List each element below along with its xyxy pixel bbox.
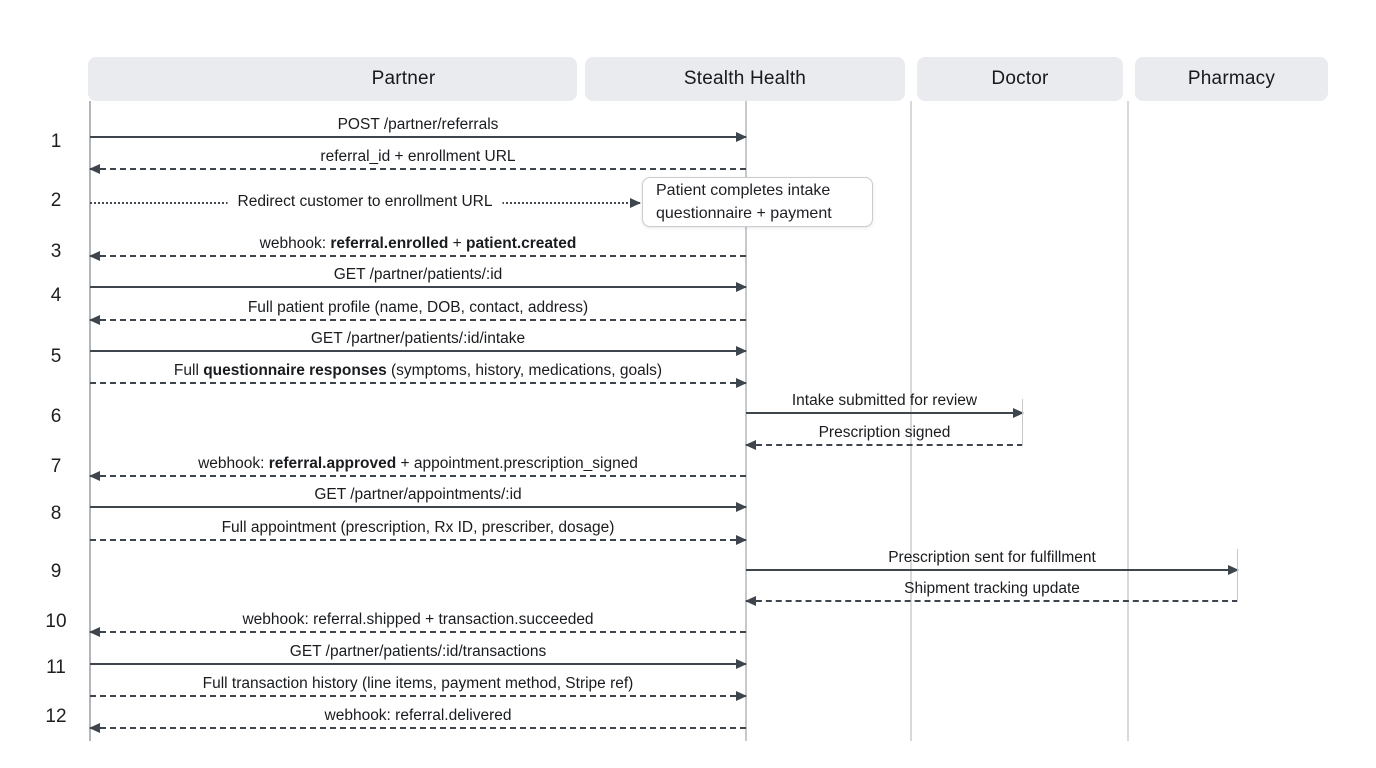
- message-3-webhook: webhook: referral.enrolled + patient.cre…: [89, 233, 746, 261]
- message-4-request: GET /partner/patients/:id: [90, 264, 747, 292]
- message-5-request-label: GET /partner/patients/:id/intake: [310, 330, 526, 347]
- message-10-webhook-label: webhook: referral.shipped + transaction.…: [242, 611, 594, 628]
- message-2-redirect-label: Redirect customer to enrollment URL: [227, 191, 503, 212]
- actor-doctor: Doctor: [917, 57, 1123, 101]
- message-5-request: GET /partner/patients/:id/intake: [90, 328, 747, 356]
- arrowhead-left-icon: [89, 251, 100, 261]
- arrowhead-right-icon: [736, 346, 747, 356]
- arrowhead-right-icon: [736, 535, 747, 545]
- message-6-request-label: Intake submitted for review: [791, 392, 978, 409]
- arrowhead-right-icon: [1228, 565, 1239, 575]
- arrowhead-left-icon: [745, 440, 756, 450]
- message-1-response-label: referral_id + enrollment URL: [320, 148, 516, 165]
- lifeline-stealth-health: [745, 101, 747, 741]
- step-number-9: 9: [50, 561, 62, 582]
- arrowhead-right-icon: [630, 198, 641, 208]
- message-1-request: POST /partner/referrals: [90, 114, 747, 142]
- doctor-activation-bracket: [1022, 399, 1023, 446]
- message-9-response: Shipment tracking update: [745, 578, 1238, 606]
- arrowhead-left-icon: [745, 596, 756, 606]
- message-2-redirect: Redirect customer to enrollment URL: [90, 191, 641, 212]
- arrowhead-right-icon: [736, 378, 747, 388]
- step-number-2: 2: [50, 190, 62, 211]
- message-12-webhook: webhook: referral.delivered: [89, 705, 746, 733]
- step-number-7: 7: [50, 456, 62, 477]
- note-line-1: Patient completes intake: [656, 182, 831, 199]
- message-8-request-label: GET /partner/appointments/:id: [314, 486, 522, 503]
- message-6-request: Intake submitted for review: [746, 390, 1024, 418]
- step-number-3: 3: [50, 241, 62, 262]
- step-number-4: 4: [50, 285, 62, 306]
- message-11-request-label: GET /partner/patients/:id/transactions: [289, 643, 547, 660]
- arrowhead-left-icon: [89, 315, 100, 325]
- actor-pharmacy: Pharmacy: [1135, 57, 1328, 101]
- message-9-response-label: Shipment tracking update: [904, 580, 1080, 597]
- arrowhead-right-icon: [736, 132, 747, 142]
- message-11-request: GET /partner/patients/:id/transactions: [90, 641, 747, 669]
- step-number-8: 8: [50, 503, 62, 524]
- message-5-response-label: Full questionnaire responses (symptoms, …: [173, 362, 663, 379]
- step-number-1: 1: [50, 131, 62, 152]
- arrowhead-left-icon: [89, 723, 100, 733]
- arrowhead-right-icon: [736, 659, 747, 669]
- arrowhead-right-icon: [736, 502, 747, 512]
- message-8-request: GET /partner/appointments/:id: [90, 484, 747, 512]
- message-8-response-label: Full appointment (prescription, Rx ID, p…: [221, 519, 615, 536]
- message-3-webhook-label: webhook: referral.enrolled + patient.cre…: [259, 235, 577, 252]
- arrowhead-left-icon: [89, 164, 100, 174]
- lifeline-partner: [89, 101, 91, 741]
- message-7-webhook: webhook: referral.approved + appointment…: [89, 453, 746, 481]
- actor-partner: Partner: [88, 57, 577, 101]
- arrowhead-right-icon: [736, 691, 747, 701]
- message-8-response: Full appointment (prescription, Rx ID, p…: [90, 517, 747, 545]
- message-4-response-label: Full patient profile (name, DOB, contact…: [247, 299, 589, 316]
- message-1-request-label: POST /partner/referrals: [337, 116, 499, 133]
- message-12-webhook-label: webhook: referral.delivered: [324, 707, 512, 724]
- actor-stealth-health: Stealth Health: [585, 57, 905, 101]
- step-number-11: 11: [46, 657, 66, 678]
- actor-doctor-label: Doctor: [991, 68, 1049, 89]
- message-10-webhook: webhook: referral.shipped + transaction.…: [89, 609, 746, 637]
- step-number-12: 12: [45, 706, 67, 727]
- actor-stealth-health-label: Stealth Health: [683, 68, 807, 89]
- step-number-5: 5: [50, 346, 62, 367]
- note-patient-intake: Patient completes intake questionnaire +…: [642, 177, 873, 227]
- step-number-6: 6: [50, 406, 62, 427]
- actor-pharmacy-label: Pharmacy: [1187, 68, 1276, 89]
- step-number-10: 10: [45, 611, 67, 632]
- lifeline-pharmacy: [1127, 101, 1129, 741]
- actor-partner-label: Partner: [371, 68, 436, 89]
- lifeline-doctor: [910, 101, 912, 741]
- message-9-request-label: Prescription sent for fulfillment: [888, 549, 1096, 566]
- message-6-response: Prescription signed: [745, 422, 1023, 450]
- arrowhead-right-icon: [1013, 408, 1024, 418]
- arrowhead-right-icon: [736, 282, 747, 292]
- message-11-response: Full transaction history (line items, pa…: [90, 673, 747, 701]
- message-4-request-label: GET /partner/patients/:id: [333, 266, 503, 283]
- message-1-response: referral_id + enrollment URL: [89, 146, 746, 174]
- note-line-2: questionnaire + payment: [656, 205, 832, 222]
- arrowhead-left-icon: [89, 627, 100, 637]
- message-4-response: Full patient profile (name, DOB, contact…: [89, 297, 746, 325]
- message-6-response-label: Prescription signed: [818, 424, 951, 441]
- message-5-response: Full questionnaire responses (symptoms, …: [90, 360, 747, 388]
- message-7-webhook-label: webhook: referral.approved + appointment…: [198, 455, 638, 472]
- pharmacy-activation-bracket: [1237, 549, 1238, 602]
- message-9-request: Prescription sent for fulfillment: [746, 547, 1239, 575]
- message-11-response-label: Full transaction history (line items, pa…: [202, 675, 634, 692]
- arrowhead-left-icon: [89, 471, 100, 481]
